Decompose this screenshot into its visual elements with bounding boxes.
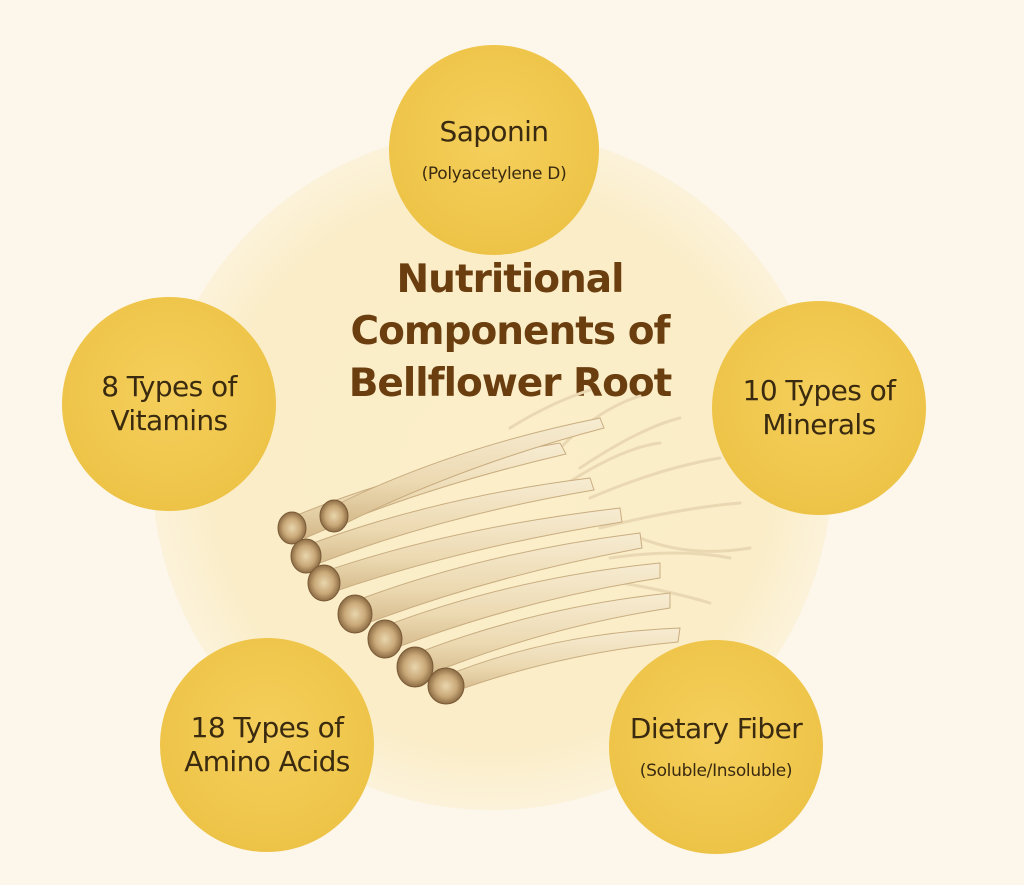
vitamins-line-1: 8 Types of (101, 370, 237, 403)
component-dietary-fiber: Dietary Fiber (Soluble/Insoluble) (609, 640, 823, 854)
component-vitamins: 8 Types of Vitamins (62, 297, 276, 511)
diagram-title: Nutritional Components of Bellflower Roo… (300, 254, 720, 410)
amino-line-2: Amino Acids (184, 745, 350, 778)
saponin-name: Saponin (439, 115, 550, 148)
title-line-1: Nutritional (396, 257, 625, 302)
fiber-detail: (Soluble/Insoluble) (639, 761, 793, 781)
component-minerals: 10 Types of Minerals (712, 301, 926, 515)
component-amino-acids: 18 Types of Amino Acids (160, 638, 374, 852)
vitamins-line-2: Vitamins (110, 404, 228, 437)
minerals-line-2: Minerals (762, 408, 876, 441)
fiber-name: Dietary Fiber (629, 712, 803, 745)
component-saponin: Saponin (Polyacetylene D) (389, 45, 599, 255)
minerals-line-1: 10 Types of (742, 374, 896, 407)
saponin-detail: (Polyacetylene D) (421, 164, 567, 184)
amino-line-1: 18 Types of (190, 711, 344, 744)
bellflower-root-illustration (277, 388, 752, 705)
title-line-3: Bellflower Root (348, 361, 673, 406)
title-line-2: Components of (350, 309, 671, 354)
